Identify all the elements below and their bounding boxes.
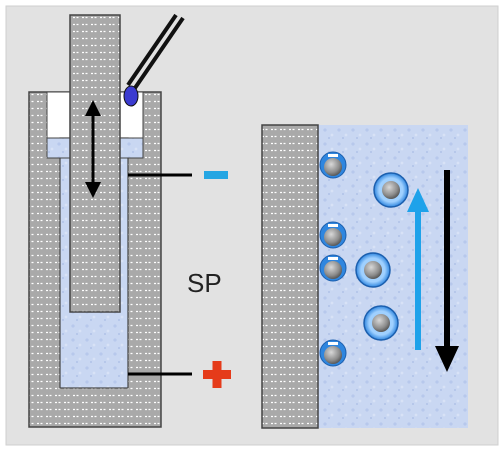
free-ions-group: [355, 172, 409, 341]
black-down-arrow-icon: [435, 170, 459, 372]
wall-ion: [319, 339, 347, 367]
blue-up-arrow-icon: [407, 188, 429, 350]
free-ion: [355, 252, 391, 288]
wall-ion: [319, 151, 347, 179]
wall-ion: [319, 254, 347, 282]
electrode-dot: [123, 85, 139, 107]
probe-rod-1: [126, 13, 178, 87]
liquid-shoulder-right: [119, 137, 144, 159]
probe-rod-2: [133, 16, 185, 90]
left-apparatus: [28, 13, 231, 428]
plus-icon: [203, 361, 231, 388]
wall-ion: [319, 221, 347, 249]
right-panel: [261, 124, 468, 429]
free-ion: [373, 172, 409, 208]
channel-wall: [261, 124, 319, 429]
liquid-shoulder-left: [46, 137, 71, 159]
center-label: SP: [187, 268, 222, 298]
free-ion: [363, 305, 399, 341]
piston: [69, 14, 121, 313]
wall-ions-group: [319, 151, 347, 367]
minus-icon: [204, 171, 228, 179]
double-vertical-arrow-icon: [85, 100, 101, 198]
